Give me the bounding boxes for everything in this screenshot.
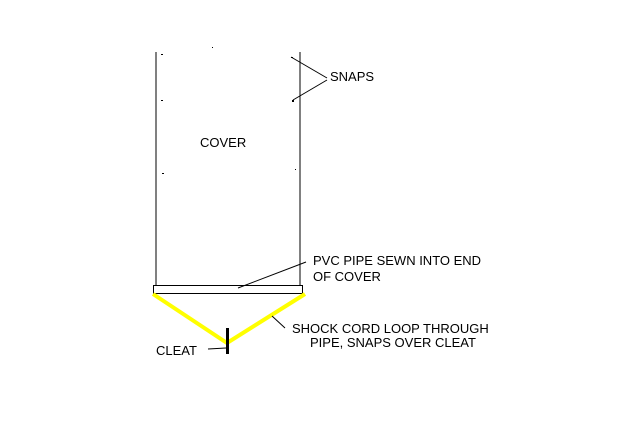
shock-cord-label-line2: PIPE, SNAPS OVER CLEAT xyxy=(310,335,476,350)
snap-dot xyxy=(161,54,163,55)
snaps-leader xyxy=(292,79,328,101)
snap-dots xyxy=(161,47,296,174)
pvc-pipe xyxy=(153,285,303,294)
snap-dot xyxy=(212,47,213,48)
cleat-label: CLEAT xyxy=(156,343,197,358)
snap-dot xyxy=(292,100,294,102)
pvc-leader xyxy=(237,261,307,289)
snaps-leader xyxy=(290,56,328,79)
pvc-label-line1: PVC PIPE SEWN INTO END xyxy=(313,253,482,268)
cleat xyxy=(226,328,229,354)
cleat-leader xyxy=(207,347,227,350)
shock-cord-label-line1: SHOCK CORD LOOP THROUGH xyxy=(292,321,489,336)
snap-dot xyxy=(162,173,164,174)
snap-dot xyxy=(295,169,296,170)
cover-label: COVER xyxy=(200,135,247,150)
pvc-label-line2: OF COVER xyxy=(313,269,381,284)
snaps-label: SNAPS xyxy=(330,69,375,84)
shock-cord-leader xyxy=(271,315,286,329)
snap-dot xyxy=(161,100,163,101)
